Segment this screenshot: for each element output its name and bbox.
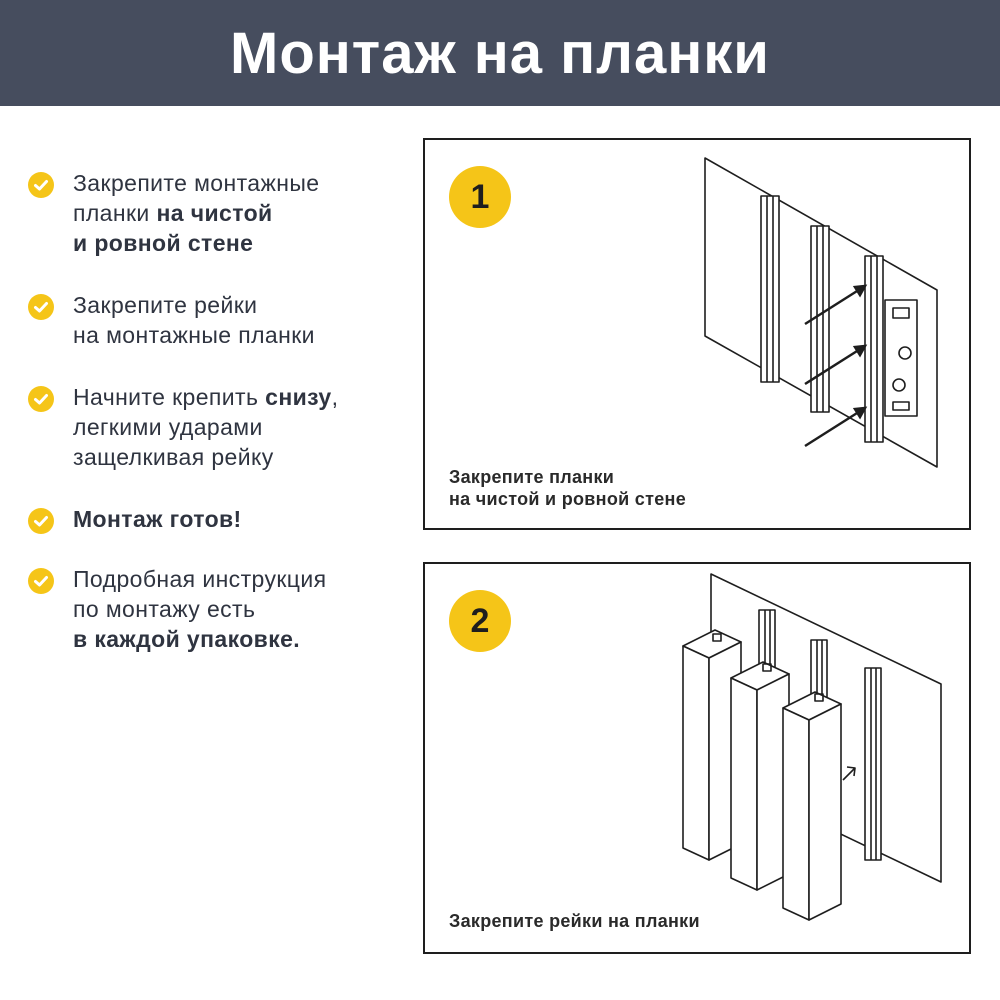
step-item: Закрепите монтажные планки на чистой и ров…: [28, 168, 319, 258]
panel-caption: Закрепите рейки на планки: [449, 910, 700, 932]
step-text-run: Закрепите монтажные: [73, 170, 320, 196]
step-text-bold: снизу: [265, 384, 332, 410]
step-text: Монтаж готов!: [73, 504, 242, 534]
step-text-bold: и ровной стене: [73, 230, 254, 256]
step-item: Закрепите рейки на монтажные планки: [28, 290, 315, 350]
step-text-run: защелкивая рейку: [73, 444, 274, 470]
step-text-run: планки: [73, 200, 157, 226]
caption-line: Закрепите рейки на планки: [449, 911, 700, 931]
step-text-run: Начните крепить: [73, 384, 266, 410]
check-circle-icon: [28, 386, 54, 412]
step-text-bold: в каждой упаковке.: [73, 626, 301, 652]
caption-line: на чистой и ровной стене: [449, 489, 687, 509]
step-text: Начните крепить снизу, легкими ударами защ…: [73, 382, 338, 472]
step-text-bold: на чистой: [156, 200, 273, 226]
step-text-run: на монтажные планки: [73, 322, 315, 348]
page-title: Монтаж на планки: [230, 20, 770, 86]
step-text-run: ,: [331, 384, 339, 410]
slats-illustration: [682, 573, 942, 921]
step-text-bold: Монтаж готов!: [73, 506, 242, 532]
mounting-strips-illustration: [704, 157, 938, 468]
check-circle-icon: [28, 172, 54, 198]
panel-step-2: 2 Закрепите рейки на планки: [423, 562, 971, 954]
step-text-run: по монтажу есть: [73, 596, 256, 622]
header-bar: Монтаж на планки: [0, 0, 1000, 106]
step-text-run: Закрепите рейки: [73, 292, 258, 318]
step-item: Начните крепить снизу, легкими ударами защ…: [28, 382, 338, 472]
caption-line: Закрепите планки: [449, 467, 615, 487]
step-text-run: легкими ударами: [73, 414, 263, 440]
step-text-run: Подробная инструкция: [73, 566, 327, 592]
step-number-badge: 2: [449, 590, 511, 652]
step-item: Подробная инструкция по монтажу есть в каж…: [28, 564, 327, 654]
step-text: Закрепите рейки на монтажные планки: [73, 290, 315, 350]
check-circle-icon: [28, 568, 54, 594]
check-circle-icon: [28, 294, 54, 320]
step-item: Монтаж готов!: [28, 504, 242, 534]
check-circle-icon: [28, 508, 54, 534]
step-text: Закрепите монтажные планки на чистой и ров…: [73, 168, 319, 258]
step-number-badge: 1: [449, 166, 511, 228]
panel-caption: Закрепите планки на чистой и ровной стен…: [449, 466, 686, 510]
step-text: Подробная инструкция по монтажу есть в каж…: [73, 564, 327, 654]
panel-step-1: 1 Закрепите планки на чистой и ровной ст…: [423, 138, 971, 530]
